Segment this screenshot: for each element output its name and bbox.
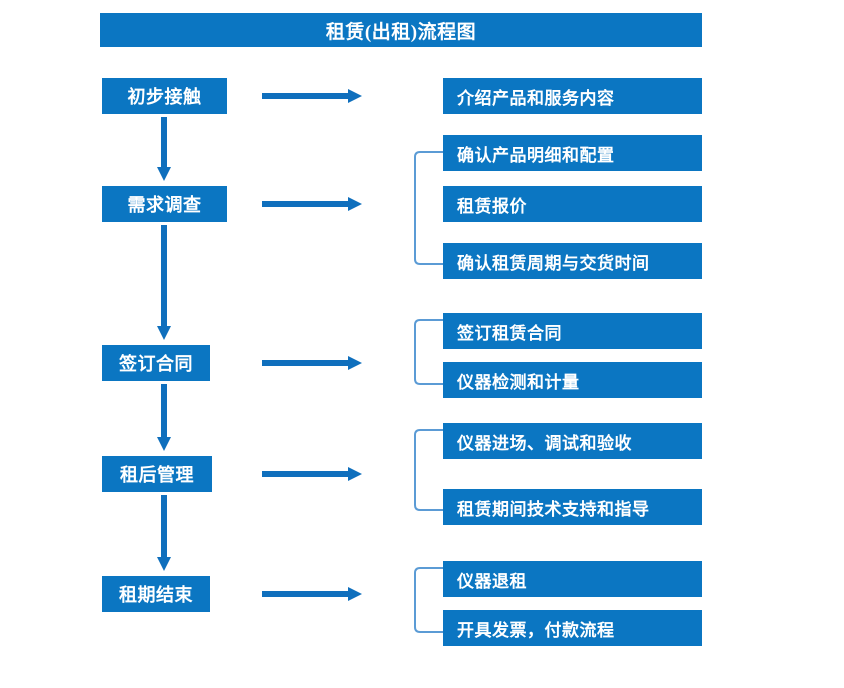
detail-label: 租赁报价 — [457, 196, 527, 216]
detail-label: 仪器进场、调试和验收 — [457, 433, 632, 453]
arrow-post-lease-to-lease-end — [157, 495, 171, 573]
arrow-branch-post-lease — [262, 467, 364, 481]
arrow-branch-lease-end — [262, 587, 364, 601]
arrow-needs-survey-to-sign-contract — [157, 225, 171, 342]
detail-box-instrument-return[interactable]: 仪器退租 — [443, 561, 702, 597]
detail-box-sign-lease-contract[interactable]: 签订租赁合同 — [443, 313, 702, 349]
bracket-sign-contract-group — [414, 318, 444, 386]
detail-box-introduce-products-services[interactable]: 介绍产品和服务内容 — [443, 78, 702, 114]
arrow-initial-contact-to-needs-survey — [157, 117, 171, 183]
arrow-branch-sign-contract — [262, 356, 364, 370]
stage-box-needs-survey[interactable]: 需求调查 — [102, 186, 227, 222]
detail-box-tech-support-during-lease[interactable]: 租赁期间技术支持和指导 — [443, 489, 702, 525]
arrow-branch-needs-survey — [262, 197, 364, 211]
stage-label: 租期结束 — [119, 585, 193, 605]
bracket-post-lease-group — [414, 428, 444, 512]
detail-label: 仪器退租 — [457, 571, 527, 591]
detail-label: 介绍产品和服务内容 — [457, 88, 615, 108]
detail-box-confirm-product-spec[interactable]: 确认产品明细和配置 — [443, 135, 702, 171]
stage-label: 初步接触 — [127, 87, 202, 107]
stage-label: 需求调查 — [127, 195, 202, 215]
stage-box-sign-contract[interactable]: 签订合同 — [102, 345, 210, 381]
arrow-branch-initial-contact — [262, 89, 364, 103]
bracket-lease-end-group — [414, 566, 444, 634]
detail-box-invoice-payment-process[interactable]: 开具发票，付款流程 — [443, 610, 702, 646]
detail-label: 确认租赁周期与交货时间 — [457, 253, 650, 273]
detail-label: 签订租赁合同 — [457, 323, 562, 343]
stage-label: 签订合同 — [119, 354, 193, 374]
stage-label: 租后管理 — [120, 465, 194, 485]
detail-box-instrument-entry-commission-acceptance[interactable]: 仪器进场、调试和验收 — [443, 423, 702, 459]
detail-box-lease-quotation[interactable]: 租赁报价 — [443, 186, 702, 222]
detail-box-instrument-test-metering[interactable]: 仪器检测和计量 — [443, 362, 702, 398]
flowchart-title-bar: 租赁(出租)流程图 — [100, 13, 702, 47]
detail-box-confirm-lease-period-delivery[interactable]: 确认租赁周期与交货时间 — [443, 243, 702, 279]
detail-label: 确认产品明细和配置 — [457, 145, 615, 165]
detail-label: 租赁期间技术支持和指导 — [457, 499, 650, 519]
detail-label: 仪器检测和计量 — [457, 372, 580, 392]
stage-box-initial-contact[interactable]: 初步接触 — [102, 78, 227, 114]
page-title: 租赁(出租)流程图 — [325, 21, 477, 43]
detail-label: 开具发票，付款流程 — [457, 620, 615, 640]
arrow-sign-contract-to-post-lease — [157, 384, 171, 453]
stage-box-lease-end[interactable]: 租期结束 — [102, 576, 210, 612]
bracket-needs-survey-group — [414, 150, 444, 266]
stage-box-post-lease-management[interactable]: 租后管理 — [102, 456, 212, 492]
